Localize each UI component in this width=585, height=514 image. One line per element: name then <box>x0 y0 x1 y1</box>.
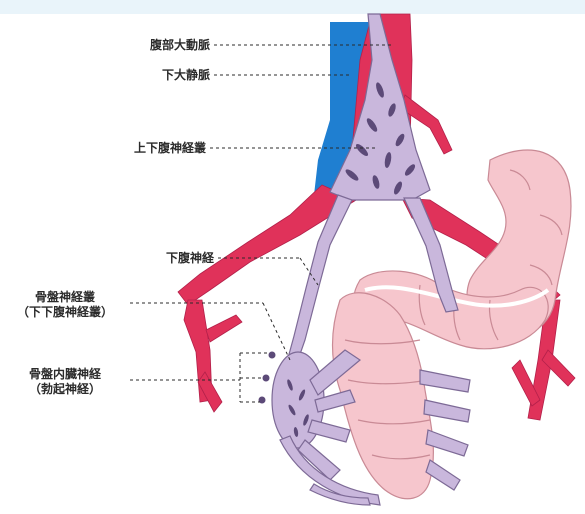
label-pelvic-plexus: 骨盤神経叢 <box>2 290 128 304</box>
label-superior-hypogastric-plexus: 上下腹神経叢 <box>90 141 206 155</box>
label-hypogastric-nerve: 下腹神経 <box>110 251 214 265</box>
label-pelvic-splanchnic-nerve-alt: （勃起神経） <box>2 382 128 396</box>
label-aorta: 腹部大動脈 <box>100 38 210 52</box>
label-vena-cava: 下大静脈 <box>100 68 210 82</box>
label-pelvic-plexus-alt: （下下腹神経叢） <box>2 305 128 319</box>
label-pelvic-splanchnic-nerve: 骨盤内臓神経 <box>2 367 128 381</box>
